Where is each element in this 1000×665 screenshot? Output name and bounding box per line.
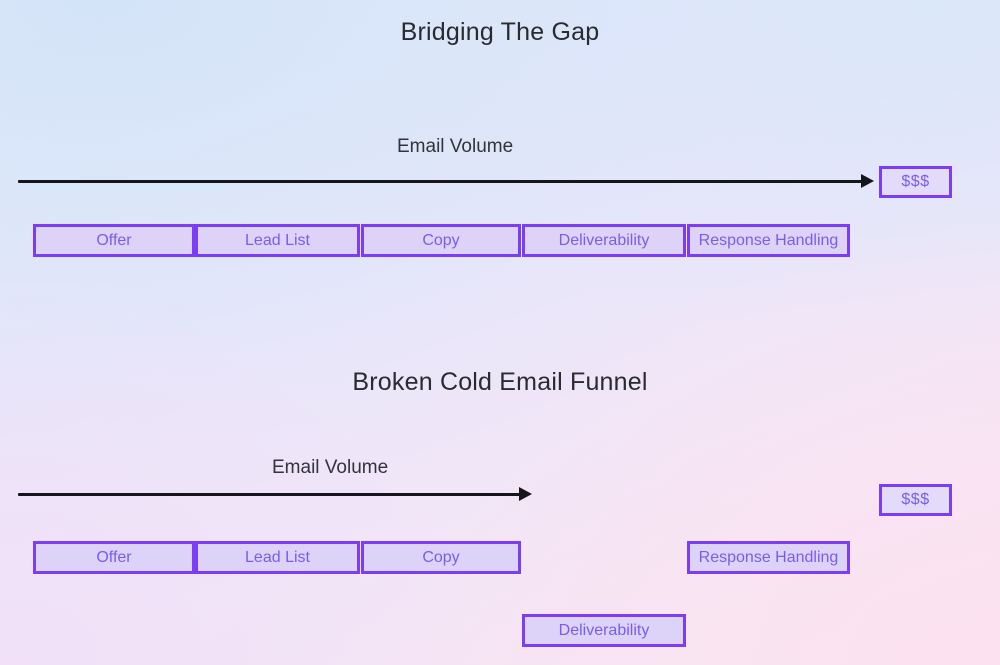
page-title-broken-cold-email-funnel: Broken Cold Email Funnel: [352, 368, 648, 396]
money-box-bottom[interactable]: $$$: [879, 484, 952, 516]
arrow-head-top: [861, 174, 874, 188]
axis-label-email-volume-bottom: Email Volume: [272, 457, 389, 478]
stage-box-offer-top[interactable]: Offer: [33, 224, 195, 257]
stage-box-response-handling-top[interactable]: Response Handling: [687, 224, 850, 257]
arrow-shaft-bottom: [18, 493, 521, 496]
stage-box-offer-bottom[interactable]: Offer: [33, 541, 195, 574]
money-box-top[interactable]: $$$: [879, 166, 952, 198]
stage-box-copy-top[interactable]: Copy: [361, 224, 521, 257]
arrow-head-bottom: [519, 487, 532, 501]
stage-box-copy-bottom[interactable]: Copy: [361, 541, 521, 574]
stage-box-lead-list-bottom[interactable]: Lead List: [195, 541, 360, 574]
stage-box-deliverability-detached-bottom[interactable]: Deliverability: [522, 614, 686, 647]
axis-label-email-volume-top: Email Volume: [397, 136, 514, 157]
stage-box-deliverability-top[interactable]: Deliverability: [522, 224, 686, 257]
page-title-bridging-the-gap: Bridging The Gap: [400, 18, 600, 46]
stage-box-lead-list-top[interactable]: Lead List: [195, 224, 360, 257]
stage-box-response-handling-bottom[interactable]: Response Handling: [687, 541, 850, 574]
email-volume-arrow-top: [18, 174, 874, 188]
arrow-shaft-top: [18, 180, 863, 183]
email-volume-arrow-bottom: [18, 487, 533, 501]
